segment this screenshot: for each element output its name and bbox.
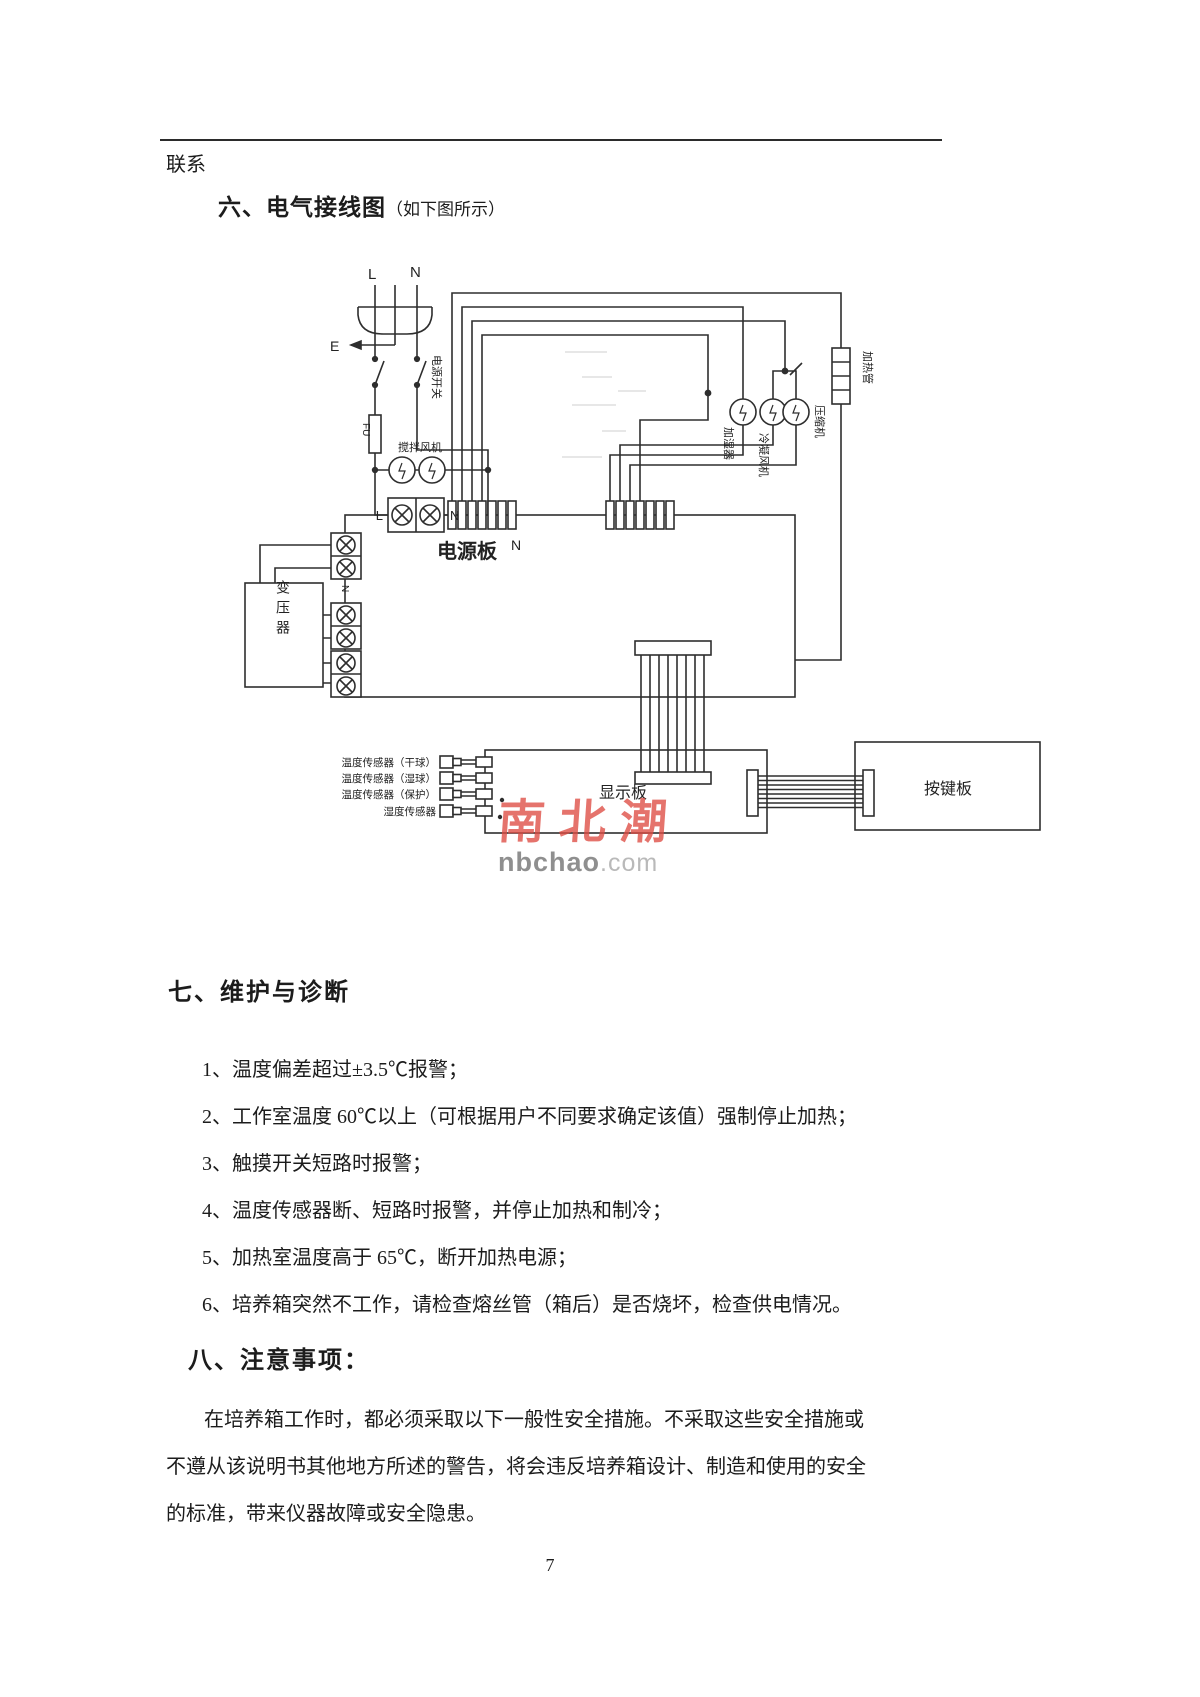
terminal-l-label: L	[376, 508, 383, 523]
maintenance-item-4: 4、温度传感器断、短路时报警，并停止加热和制冷；	[202, 1200, 672, 1222]
section8-heading: 八、注意事项：	[188, 1348, 370, 1374]
compressor-label: 压缩机	[813, 405, 827, 438]
ln-terminal-block	[387, 497, 445, 533]
maintenance-item-5: 5、加热室温度高于 65℃，断开加热电源；	[202, 1247, 577, 1269]
humidifier-label: 加湿器	[722, 427, 735, 460]
left-terminal-blocks	[330, 532, 362, 698]
section6-title: 六、电气接线图	[218, 195, 386, 220]
humidifier-symbol	[609, 398, 757, 501]
stir-fan-symbol	[371, 456, 492, 484]
power-switch-label: 电源开关	[430, 355, 444, 399]
watermark-site-bold: nbchao	[498, 847, 601, 877]
sensor3-label: 温度传感器（保护）	[342, 788, 437, 801]
wire-inner-loop	[481, 334, 709, 501]
wire-humidifier-supply	[461, 306, 744, 501]
stir-fan-label: 搅拌风机	[398, 440, 442, 454]
wire-compressor-supply	[471, 320, 786, 501]
power-board-box	[344, 514, 796, 698]
maintenance-item-6: 6、培养箱突然不工作，请检查熔丝管（箱后）是否烧坏，检查供电情况。	[202, 1294, 852, 1316]
notice-paragraph-line-1: 在培养箱工作时，都必须采取以下一般性安全措施。不采取这些安全措施或	[204, 1409, 864, 1431]
power-switch-symbol	[371, 355, 489, 516]
watermark-site-light: .com	[600, 849, 659, 877]
maintenance-item-2: 2、工作室温度 60℃以上（可根据用户不同要求确定该值）强制停止加热；	[202, 1106, 857, 1128]
sensor2-label: 温度传感器（湿球）	[342, 772, 437, 785]
plug-l-label: L	[368, 266, 376, 283]
watermark-cn-text: 南北潮	[496, 797, 683, 849]
ribbon-vertical	[634, 640, 712, 785]
power-board-label: 电源板	[437, 539, 498, 563]
plug-n-label: N	[410, 264, 421, 281]
heater-symbol	[795, 347, 851, 661]
transformer-label: 变压器	[275, 580, 291, 640]
display-board-label: 显示板	[599, 784, 647, 802]
notice-paragraph-line-2: 不遵从该说明书其他地方所述的警告，将会违反培养箱设计、制造和使用的安全	[166, 1456, 866, 1478]
earth-label: E	[330, 338, 339, 354]
maintenance-item-1: 1、温度偏差超过±3.5℃报警；	[202, 1059, 468, 1081]
watermark-site-text: nbchao.com	[498, 849, 728, 876]
condenser-fan-label: 冷凝风机	[757, 433, 771, 477]
sensor4-label: 湿度传感器	[384, 805, 437, 818]
key-board-box	[854, 741, 1041, 831]
mains-plug-symbol	[348, 285, 433, 357]
page-number: 7	[545, 1555, 555, 1575]
key-board-label: 按键板	[924, 780, 972, 798]
board-n-label: N	[511, 537, 521, 553]
watermark: 南北潮 nbchao.com	[496, 797, 728, 876]
wire-heater-supply	[451, 292, 842, 501]
fuse-label: FU	[360, 423, 371, 436]
transformer-box	[244, 544, 331, 688]
heater-label: 加热管	[861, 351, 875, 384]
left-terminal-n-label: N	[339, 585, 350, 592]
terminal-n-label: N	[450, 508, 459, 523]
section7-heading: 七、维护与诊断	[168, 980, 350, 1006]
section6-subtitle: （如下图所示）	[386, 200, 505, 219]
compressor-symbol	[629, 398, 810, 501]
sensor-connectors	[439, 755, 505, 820]
pin-strip-b	[605, 500, 675, 530]
maintenance-item-3: 3、触摸开关短路时报警；	[202, 1153, 432, 1175]
condenser-fan-symbol	[619, 362, 803, 501]
wiring-diagram: L N E 电源开关 FU 搅拌风机 L N N N 变压器 电源板 加湿器 冷…	[244, 264, 1041, 834]
header-rule	[160, 139, 942, 141]
section6-heading: 六、电气接线图（如下图所示）	[218, 188, 505, 222]
ribbon-horizontal	[746, 769, 875, 817]
sensor1-label: 温度传感器（干球）	[342, 756, 437, 769]
notice-paragraph-line-3: 的标准，带来仪器故障或安全隐患。	[166, 1503, 486, 1525]
header-text: 联系	[166, 154, 206, 176]
